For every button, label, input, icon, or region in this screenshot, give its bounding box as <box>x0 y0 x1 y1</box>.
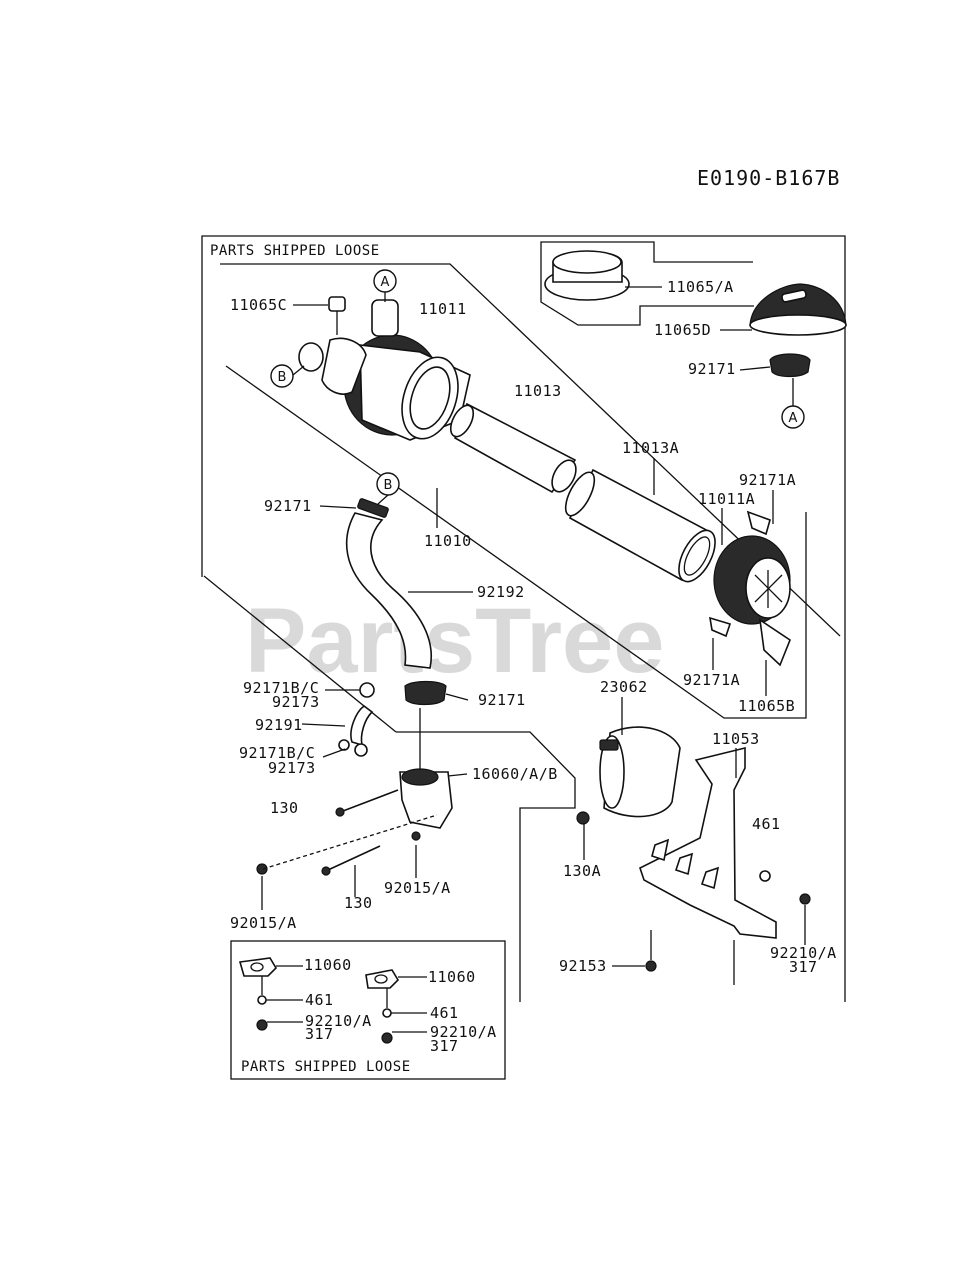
filter-elements <box>449 402 716 583</box>
part-label-11065b: 11065B <box>738 697 795 715</box>
part-label-11011: 11011 <box>419 300 467 318</box>
part-label-92173-1: 92173 <box>272 693 320 711</box>
part-label-130-b: 130 <box>344 894 373 912</box>
shipped-loose-box <box>230 940 506 1080</box>
part-label-92171-top: 92171 <box>688 360 736 378</box>
part-label-317-2: 317 <box>430 1037 459 1055</box>
part-label-92210a-1: 92210/A <box>305 1012 372 1030</box>
svg-text:A: A <box>381 275 390 290</box>
end-cap <box>708 510 791 667</box>
svg-text:B: B <box>384 478 393 493</box>
part-label-92191: 92191 <box>255 716 303 734</box>
part-label-23062: 23062 <box>600 678 648 696</box>
main-frame <box>201 235 846 1002</box>
svg-text:A: A <box>789 411 798 426</box>
part-label-16060: 16060/A/B <box>472 765 558 783</box>
part-label-11011a: 11011A <box>698 490 755 508</box>
part-label-11065c: 11065C <box>230 296 287 314</box>
part-label-130-a: 130 <box>270 799 299 817</box>
part-label-92171bc-1: 92171B/C <box>243 679 319 697</box>
part-label-92171-mid: 92171 <box>478 691 526 709</box>
bolts <box>256 789 438 876</box>
part-label-130a: 130A <box>563 862 601 880</box>
part-label-92015a-2: 92015/A <box>384 879 451 897</box>
diagram-code: E0190-B167B <box>697 166 840 190</box>
ref-marker-a-top: A <box>373 269 397 293</box>
part-label-461-main: 461 <box>752 815 781 833</box>
part-label-11013a: 11013A <box>622 439 679 457</box>
part-label-317-main: 317 <box>789 958 818 976</box>
part-label-92171a-bot: 92171A <box>683 671 740 689</box>
part-label-11065a: 11065/A <box>667 278 734 296</box>
part-label-11010: 11010 <box>424 532 472 550</box>
part-label-11053: 11053 <box>712 730 760 748</box>
part-label-317-1: 317 <box>305 1025 334 1043</box>
part-label-92171a-top: 92171A <box>739 471 796 489</box>
small-hose <box>338 682 375 757</box>
part-label-461-2: 461 <box>430 1004 459 1022</box>
part-label-11065d: 11065D <box>654 321 711 339</box>
top-caps <box>544 250 847 378</box>
part-label-92171-b: 92171 <box>264 497 312 515</box>
part-label-92153: 92153 <box>559 957 607 975</box>
shipped-loose-label-top: PARTS SHIPPED LOOSE <box>210 243 380 259</box>
intake-hose <box>345 498 447 706</box>
part-label-461-1: 461 <box>305 991 334 1009</box>
part-label-92173-2: 92173 <box>268 759 316 777</box>
part-label-11060-1: 11060 <box>304 956 352 974</box>
air-cleaner-housing <box>298 296 471 441</box>
part-label-11013: 11013 <box>514 382 562 400</box>
ref-marker-a-right: A <box>781 405 805 429</box>
part-label-92015a-1: 92015/A <box>230 914 297 932</box>
mounting-bracket <box>576 726 811 985</box>
part-label-11060-2: 11060 <box>428 968 476 986</box>
watermark: PartsTree <box>245 590 664 692</box>
part-label-92210a-main: 92210/A <box>770 944 837 962</box>
part-label-92192: 92192 <box>477 583 525 601</box>
ref-marker-b-hose: B <box>376 472 400 496</box>
svg-text:B: B <box>278 370 287 385</box>
intake-elbow <box>399 708 453 829</box>
part-label-92171bc-2: 92171B/C <box>239 744 315 762</box>
part-label-92210a-2: 92210/A <box>430 1023 497 1041</box>
shipped-loose-label-bottom: PARTS SHIPPED LOOSE <box>241 1059 411 1075</box>
cap-inset-box <box>540 241 754 326</box>
leader-lines <box>261 286 806 967</box>
ref-marker-b-left: B <box>270 364 294 388</box>
